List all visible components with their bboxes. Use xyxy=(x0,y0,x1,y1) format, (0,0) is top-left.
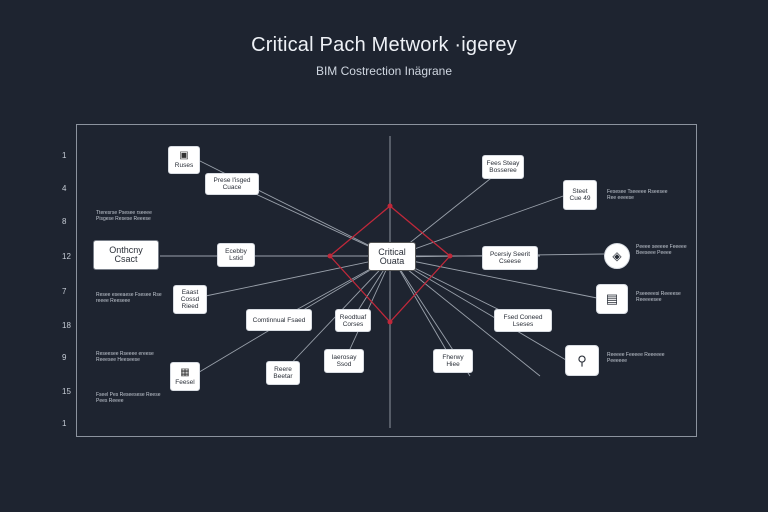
side-note: Fesesee Tseeeee Rseesee Ree eeeese xyxy=(607,189,668,201)
y-tick: 15 xyxy=(62,387,71,396)
tool-icon[interactable]: ⚲ xyxy=(565,345,599,376)
side-note: Tteresrse Psesee rseeee Pisgese Resese R… xyxy=(96,210,152,222)
node-small-left[interactable]: Eaast Cossd Rieed xyxy=(173,285,207,314)
node-label: Onthcny Csact xyxy=(109,245,143,264)
node-label: Fees Steay Bosseree xyxy=(486,160,520,174)
node-label: Feesel xyxy=(175,378,195,386)
node-bottom-a[interactable]: Reere Beetar xyxy=(266,361,300,385)
node-label: Eaast Cossd Rieed xyxy=(180,289,200,310)
node-right-low[interactable]: Fsed Coneed Lseses xyxy=(494,309,552,332)
center-label: Critical Ouata xyxy=(378,246,406,266)
node-label: Pcersiy Seerit Cseese xyxy=(489,251,531,265)
node-right-mid[interactable]: Pcersiy Seerit Cseese xyxy=(482,246,538,270)
node-label: Steet Cue 49 xyxy=(569,188,591,202)
node-right-icon-a[interactable]: Steet Cue 49 xyxy=(563,180,597,210)
link-line xyxy=(391,256,567,361)
node-label: Prese l'isged Cuace xyxy=(213,177,251,191)
link-line xyxy=(344,256,393,361)
node-bottom-b[interactable]: Reodtuaf Corses xyxy=(335,309,371,332)
node-continual[interactable]: Comtinnual Fsaed xyxy=(246,309,312,331)
side-note: Reseesee Rseeee ereese Reeesee Heeseese xyxy=(96,351,154,363)
node-label: Iaerosay Ssod xyxy=(331,354,357,368)
node-label: Comtinnual Fsaed xyxy=(252,316,306,324)
node-label: Reere Beetar xyxy=(273,366,293,380)
node-center[interactable]: Critical Ouata xyxy=(368,242,416,271)
node-bottom-c[interactable]: Iaerosay Ssod xyxy=(324,349,364,373)
panel-icon[interactable]: ▤ xyxy=(596,284,628,314)
node-label: Reodtuaf Corses xyxy=(339,313,367,328)
node-top-left-icon[interactable]: ▣ Ruses xyxy=(168,146,200,174)
link-line xyxy=(391,256,598,299)
y-tick: 1 xyxy=(62,419,67,428)
y-tick: 9 xyxy=(62,353,67,362)
node-bottom-left-icon[interactable]: ▦ Feesel xyxy=(170,362,200,391)
y-tick: 1 xyxy=(62,151,67,160)
link-line xyxy=(235,184,393,258)
side-note: Reeeee Feeeee Reeeeee Peeeeee xyxy=(607,352,665,364)
y-tick: 8 xyxy=(62,217,67,226)
link-line xyxy=(195,256,393,299)
side-note: Peeee seeeee Feeeee Beeseee Peeee xyxy=(636,244,687,256)
link-line xyxy=(391,256,541,377)
y-tick: 12 xyxy=(62,252,71,261)
side-note: Pseeeeesi Reeeese Reeeeesee xyxy=(636,291,681,303)
node-top-right[interactable]: Fees Steay Bosseree xyxy=(482,155,524,179)
side-note: Fseel Pes Reseesese Reese Pees Reeee xyxy=(96,392,161,404)
diagram-frame xyxy=(76,124,697,437)
diagram-subtitle: BIM Costrection Inägrane xyxy=(315,64,453,78)
critical-nodes xyxy=(327,203,453,325)
node-left-mid[interactable]: Ecebby Lstid xyxy=(217,243,255,267)
y-tick: 7 xyxy=(62,287,67,296)
link-line xyxy=(391,194,567,258)
node-label: Fherwy Hiee xyxy=(442,354,464,368)
side-note: Resee eseeaese Fsesee Rse reeee Reeseee xyxy=(96,292,162,304)
y-tick: 18 xyxy=(62,321,71,330)
gauge-icon[interactable]: ◈ xyxy=(604,243,630,269)
y-tick: 4 xyxy=(62,184,67,193)
node-label: Fsed Coneed Lseses xyxy=(503,313,543,328)
node-bottom-d[interactable]: Fherwy Hiee xyxy=(433,349,473,373)
node-left-start[interactable]: Onthcny Csact xyxy=(93,240,159,270)
calculator-icon: ▦ xyxy=(180,366,190,378)
node-label: Ecebby Lstid xyxy=(225,248,247,262)
document-icon: ▣ xyxy=(179,150,189,161)
node-procedure[interactable]: Prese l'isged Cuace xyxy=(205,173,259,195)
diagram-title: Critical Pach Metwork ·igerey xyxy=(251,34,517,56)
node-label: Ruses xyxy=(174,162,194,169)
link-line xyxy=(391,256,453,361)
